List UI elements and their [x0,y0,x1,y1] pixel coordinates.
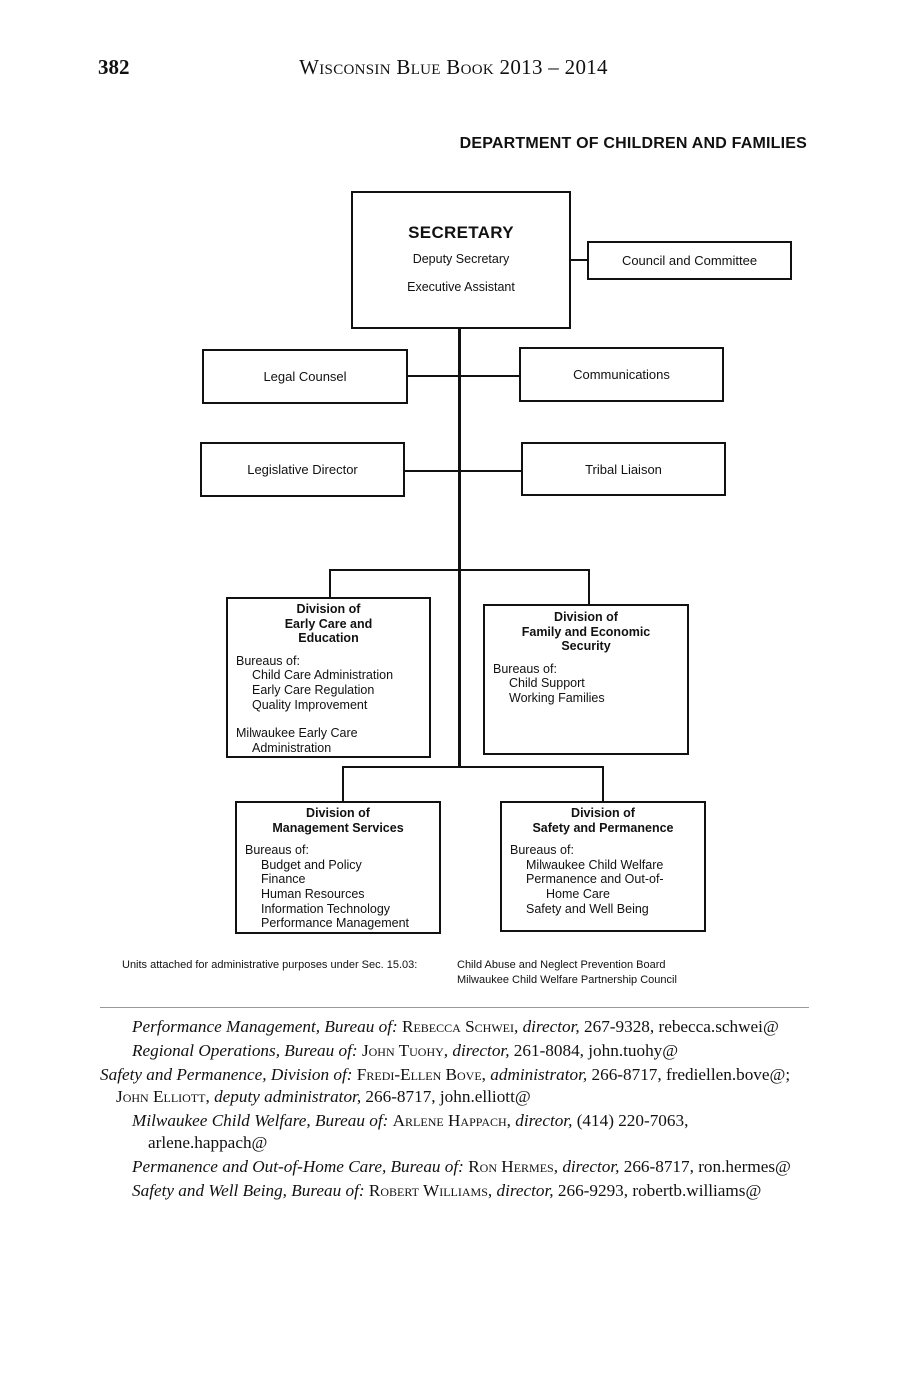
bureau-item: Budget and Policy [261,857,362,872]
attached-unit: Child Abuse and Neglect Prevention Board [457,959,666,971]
directory-entry: Milwaukee Child Welfare, Bureau of: Arle… [132,1111,689,1152]
directory-entry: Performance Management, Bureau of: Rebec… [132,1017,779,1036]
directory: Performance Management, Bureau of: Rebec… [0,1016,907,1202]
bureau-item: Early Care Regulation [252,682,375,697]
connector-family-economic [588,569,590,605]
connector-tribal [460,470,522,472]
connector-main-trunk [458,329,461,768]
executive-assistant: Executive Assistant [407,280,515,294]
bureaus-label: Bureaus of: [510,843,574,858]
bureau-item-cont: Home Care [546,886,610,901]
directory-entry: Regional Operations, Bureau of: John Tuo… [132,1041,679,1060]
connector-safety [602,766,604,802]
bureaus-label: Bureaus of: [245,843,309,858]
division-safety-box: Division of Safety and Permanence Bureau… [500,801,706,932]
bureau-item: Performance Management [261,916,409,931]
attached-units-list: Child Abuse and Neglect Prevention Board… [457,958,677,988]
secretary-box: SECRETARY Deputy Secretary Executive Ass… [351,191,571,329]
division-family-economic-heading: Division of Family and Economic Security [521,610,651,654]
chart-title: DEPARTMENT OF CHILDREN AND FAMILIES [459,135,807,152]
division-family-economic-box: Division of Family and Economic Security… [483,604,689,755]
directory-entry: Permanence and Out-of-Home Care, Bureau … [132,1157,791,1176]
bureau-item: Human Resources [261,886,365,901]
bureau-item: Working Families [509,690,605,705]
division-safety-heading: Division of Safety and Permanence [532,806,674,835]
tribal-liaison-label: Tribal Liaison [585,461,662,477]
connector-communications [460,375,521,377]
division-management-heading: Division of Management Services [272,806,404,835]
legislative-director-box: Legislative Director [200,442,405,497]
division-early-care-box: Division of Early Care and Education Bur… [226,597,431,758]
connector-lower-bar [342,766,604,768]
deputy-secretary: Deputy Secretary [412,252,510,266]
legal-counsel-box: Legal Counsel [202,349,408,404]
section-divider [100,1007,809,1008]
secretary-title: SECRETARY [408,223,514,242]
bureaus-label: Bureaus of: [236,653,300,668]
division-management-box: Division of Management Services Bureaus … [235,801,441,934]
council-committee-box: Council and Committee [587,241,792,280]
bureau-item: Child Support [509,676,585,691]
bureau-item: Finance [261,872,306,887]
attached-unit: Milwaukee Child Welfare Partnership Coun… [457,974,677,986]
bureau-item: Child Care Administration [252,668,394,683]
bureau-item: Information Technology [261,901,391,916]
connector-management [342,766,344,802]
bureaus-label: Bureaus of: [493,661,557,676]
page-number: 382 [98,55,130,79]
division-early-care-heading: Division of Early Care and Education [284,602,373,646]
connector-upper-bar [329,569,590,571]
communications-label: Communications [573,367,670,382]
connector-early-care [329,569,331,598]
bureau-item: Milwaukee Child Welfare [526,857,664,872]
bureau-item: Permanence and Out-of- [526,872,664,887]
tribal-liaison-box: Tribal Liaison [521,442,726,496]
council-committee-label: Council and Committee [621,253,758,268]
attached-units-label: Units attached for administrative purpos… [122,959,418,971]
legislative-director-label: Legislative Director [247,462,358,477]
legal-counsel-label: Legal Counsel [263,369,347,384]
directory-entry: Safety and Permanence, Division of: Fred… [100,1065,791,1106]
milwaukee-early-care: Milwaukee Early Care [236,726,358,741]
bureau-item: Safety and Well Being [526,901,649,916]
connector-legal [407,375,459,377]
directory-entry: Safety and Well Being, Bureau of: Robert… [132,1181,762,1200]
connector-council [571,259,588,261]
communications-box: Communications [519,347,724,402]
bureau-item: Quality Improvement [252,697,368,712]
milwaukee-early-care-cont: Administration [252,740,332,755]
connector-legislative [404,470,459,472]
running-head: Wisconsin Blue Book 2013 – 2014 [299,55,608,79]
